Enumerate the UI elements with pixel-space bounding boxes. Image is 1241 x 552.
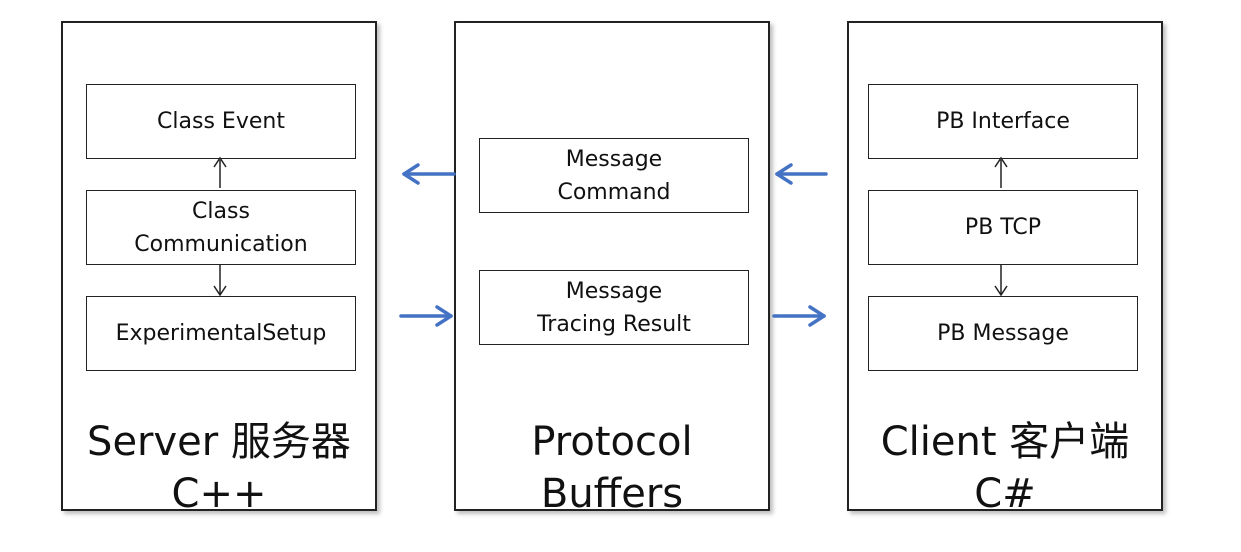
pb-tcp-box: PB TCP <box>868 190 1138 265</box>
protocol-title: Protocol Buffers <box>456 416 768 520</box>
client-title-line2: C# <box>974 471 1036 517</box>
experimental-setup-label: ExperimentalSetup <box>115 321 327 346</box>
pb-interface-box: PB Interface <box>868 84 1138 159</box>
pb-message-label: PB Message <box>937 321 1069 346</box>
server-title: Server 服务器 C++ <box>63 416 375 520</box>
server-to-protocol-arrow <box>399 305 453 327</box>
class-event-label: Class Event <box>157 109 285 134</box>
server-panel: Class Event Class Communication Experime… <box>61 21 377 517</box>
class-communication-label-line2: Communication <box>134 231 308 257</box>
client-title: Client 客户端 C# <box>849 416 1161 520</box>
client-title-line1: Client 客户端 <box>880 419 1130 465</box>
class-communication-label-line1: Class <box>192 198 250 224</box>
message-command-box: Message Command <box>479 138 749 213</box>
pb-message-box: PB Message <box>868 296 1138 371</box>
pb-tcp-to-message-arrow <box>994 264 1008 297</box>
protocol-to-server-arrow <box>402 163 456 185</box>
experimental-setup-box: ExperimentalSetup <box>86 296 356 371</box>
message-command-label-line2: Command <box>557 179 671 205</box>
message-tracing-label-line2: Tracing Result <box>537 311 691 337</box>
pb-tcp-label: PB TCP <box>964 215 1042 240</box>
client-to-protocol-arrow <box>775 163 828 185</box>
protocol-title-line1: Protocol <box>531 419 693 465</box>
server-title-line1: Server 服务器 <box>87 419 351 465</box>
protocol-to-client-arrow <box>772 305 826 327</box>
message-tracing-label-line1: Message <box>565 278 663 304</box>
class-event-box: Class Event <box>86 84 356 159</box>
class-comm-to-event-arrow <box>213 156 227 188</box>
class-comm-to-setup-arrow <box>213 264 227 297</box>
class-communication-box: Class Communication <box>86 190 356 265</box>
message-command-label-line1: Message <box>565 146 663 172</box>
pb-interface-label: PB Interface <box>936 109 1070 134</box>
pb-tcp-to-interface-arrow <box>994 156 1008 188</box>
server-title-line2: C++ <box>171 471 267 517</box>
message-tracing-result-box: Message Tracing Result <box>479 270 749 345</box>
protocol-title-line2: Buffers <box>540 471 684 517</box>
client-panel: PB Interface PB TCP PB Message Client 客户… <box>847 21 1163 517</box>
protocol-panel: Message Command Message Tracing Result P… <box>454 21 770 517</box>
